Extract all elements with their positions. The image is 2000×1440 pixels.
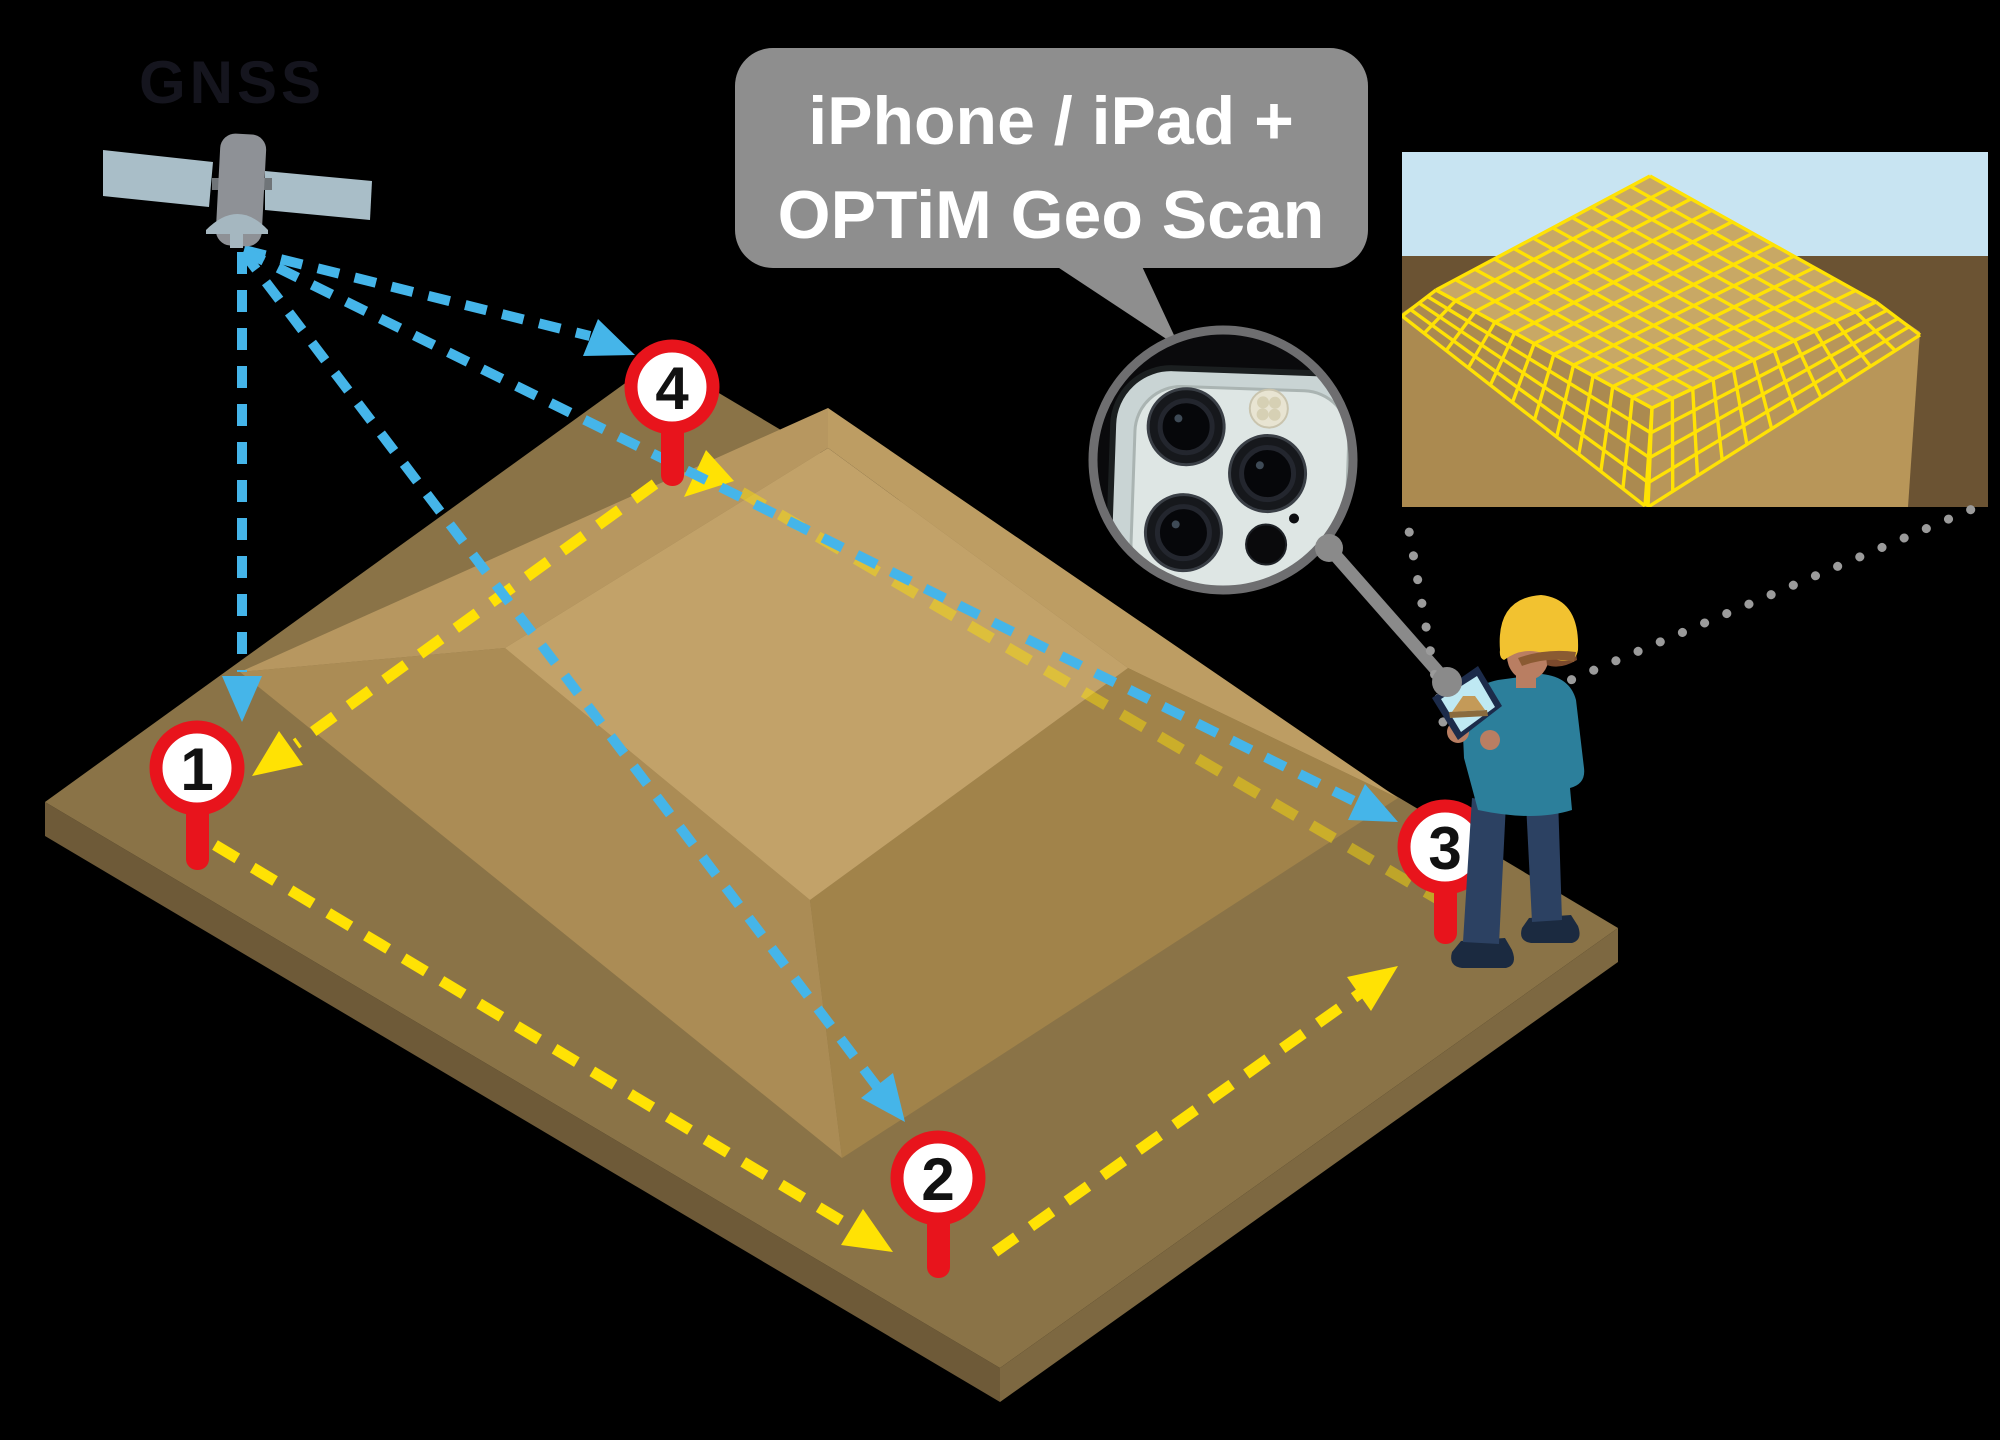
- dotted-line-right: [1500, 499, 1989, 713]
- path-arrowhead-into-4: [684, 450, 734, 497]
- preview-mound-slope-left: [1402, 290, 1652, 507]
- camera-mic-dot: [1289, 513, 1300, 524]
- marker-2-badge: [890, 1130, 986, 1226]
- marker-2-number: 2: [921, 1146, 954, 1213]
- callout-line: [1324, 543, 1452, 687]
- hard-hat-brim-shadow: [1518, 650, 1576, 666]
- path-leg-4-to-1: [292, 479, 659, 749]
- marker-3-number: 3: [1428, 815, 1461, 882]
- path-arrowhead-into-2: [841, 1209, 893, 1252]
- marker-1-badge: [149, 720, 245, 816]
- gnss-signals: [222, 245, 1398, 1122]
- camera-lens-right: [1228, 434, 1308, 514]
- preview-grid-right: [1646, 300, 1922, 507]
- satellite-dish: [206, 214, 268, 234]
- camera-callout: [1315, 534, 1452, 687]
- marker-4-number: 4: [655, 355, 689, 422]
- surveyor-leg-right: [1526, 798, 1562, 922]
- path-leg-1-to-2: [212, 840, 858, 1234]
- iphone-camera-icon: [1103, 365, 1353, 590]
- tablet: [1432, 666, 1502, 740]
- satellite-panel-right: [265, 171, 372, 220]
- camera-flash: [1248, 388, 1289, 429]
- satellite-icon: [103, 133, 372, 248]
- mound-slope-upper-right: [828, 408, 1398, 798]
- iphone-camera-inset: [1088, 325, 1358, 595]
- preview-mound-slope-right: [1645, 302, 1920, 507]
- speech-bubble-box: [735, 48, 1368, 268]
- path-arrowhead-into-3: [1347, 966, 1398, 1011]
- survey-path: [212, 450, 1451, 1257]
- preview-grid-left: [1402, 288, 1654, 507]
- path-leg-2-to-3: [991, 987, 1366, 1257]
- satellite-panel-left: [103, 150, 213, 207]
- 3d-mesh-preview: [1402, 174, 1922, 507]
- marker-4-badge: [624, 339, 720, 435]
- surveyor-hand-right: [1480, 730, 1500, 750]
- platform-side-right: [1000, 928, 1618, 1402]
- signal-arrowhead-3: [1348, 784, 1398, 822]
- callout-dot-circle-end: [1315, 534, 1343, 562]
- bubble-line-1: iPhone / iPad +: [808, 83, 1294, 159]
- survey-marker-1: 1: [149, 720, 245, 870]
- mound-top-face: [505, 448, 1128, 900]
- bubble-line-2: OPTiM Geo Scan: [778, 177, 1325, 253]
- projection-dots: [1401, 499, 1989, 727]
- surveyor: [1432, 595, 1585, 968]
- surveyor-leg-left: [1463, 798, 1506, 944]
- path-arrowhead-into-1: [252, 731, 303, 776]
- satellite-dish-stem: [230, 234, 243, 248]
- callout-dot-tablet-end: [1432, 667, 1462, 697]
- surveyor-shoe-left: [1451, 938, 1514, 968]
- camera-lens-bottom-left: [1143, 493, 1223, 573]
- camera-lens-top-left: [1146, 387, 1226, 467]
- signal-to-marker-2: [239, 248, 882, 1092]
- survey-marker-4: 4: [624, 339, 720, 486]
- inset-circle-border: [1088, 325, 1358, 595]
- path-leg-3-to-4-over-mound: [723, 478, 1451, 910]
- gnss-label: GNSS: [139, 49, 325, 116]
- preview-grid-top: [1435, 174, 1877, 410]
- earth-mound: [240, 408, 1398, 1158]
- surveyor-shoe-right: [1521, 915, 1580, 943]
- mound-slope-lower-left: [240, 648, 842, 1158]
- surveyor-hard-hat: [1499, 595, 1579, 661]
- scan-preview-panel: [1402, 152, 1988, 507]
- survey-marker-2: 2: [890, 1130, 986, 1278]
- gnss-satellite: GNSS: [103, 49, 372, 248]
- platform-side-left: [45, 802, 1000, 1402]
- signal-to-marker-4: [242, 245, 592, 341]
- camera-lidar: [1245, 523, 1288, 566]
- signal-arrowhead-4: [583, 319, 635, 356]
- speech-bubble-tail: [1050, 262, 1180, 348]
- tablet-screen-ground-image: [1449, 710, 1488, 718]
- signal-to-marker-3: [241, 246, 1361, 808]
- mound-slope-lower-right: [810, 668, 1398, 1158]
- signal-arrowhead-1: [222, 676, 262, 722]
- speech-bubble: iPhone / iPad + OPTiM Geo Scan: [735, 48, 1368, 348]
- tablet-screen-mound-image: [1452, 696, 1485, 712]
- signal-arrowhead-2: [861, 1073, 905, 1122]
- marker-1-number: 1: [180, 736, 213, 803]
